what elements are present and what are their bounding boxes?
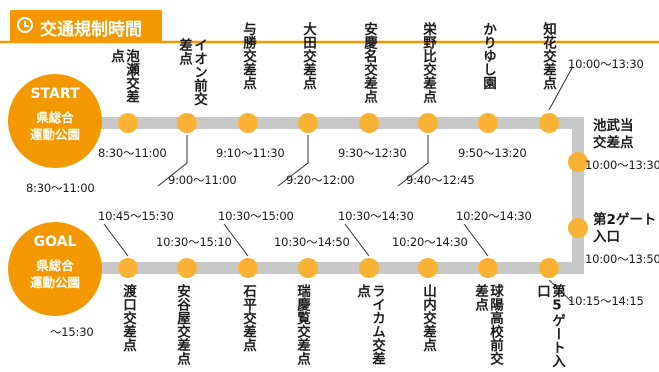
bottom-stop-name: 山内交差点	[420, 284, 436, 352]
stop-marker	[238, 113, 258, 133]
stop-marker	[298, 258, 318, 278]
goal-time: 〜15:30	[50, 325, 94, 339]
top-stop-time: 9:40〜12:45	[406, 173, 475, 187]
top-stop-name: イオン前交差点	[176, 38, 207, 106]
top-stop-name: かりゆし園	[480, 22, 496, 90]
stop-marker	[418, 258, 438, 278]
top-stop-time: 9:00〜11:00	[168, 173, 237, 187]
bottom-stop-time: 10:20〜14:30	[456, 209, 532, 223]
bottom-stop-time: 10:30〜14:30	[338, 209, 414, 223]
clock-icon	[17, 17, 33, 33]
bottom-stop-time: 10:30〜15:10	[156, 235, 232, 249]
top-stop-name: 大田交差点	[300, 22, 316, 90]
start-time: 8:30〜11:00	[26, 181, 95, 195]
bottom-stop-time: 10:45〜15:30	[98, 209, 174, 223]
goal-tag: GOAL	[33, 234, 77, 250]
top-stop-name: 泡瀬交差点	[108, 49, 139, 103]
start-venue-line2: 運動公園	[29, 127, 80, 142]
route-road	[95, 117, 584, 274]
goal-marker: GOAL 県総合 運動公園	[8, 222, 102, 316]
top-stop-name: 知花交差点	[540, 22, 556, 90]
bottom-stop-time: 10:20〜14:30	[392, 235, 468, 249]
top-stop-time: 9:50〜13:20	[458, 146, 527, 160]
bottom-stop-name: 石平交差点	[240, 284, 256, 352]
bottom-stop-name: 瑞慶覧交差点	[294, 284, 310, 365]
stop-marker	[238, 258, 258, 278]
page-title: 交通規制時間	[40, 20, 142, 40]
top-stop-time: 8:30〜11:00	[98, 146, 167, 160]
bottom-stop-name: 渡口交差点	[120, 284, 136, 352]
top-stop-time: 9:30〜12:30	[338, 146, 407, 160]
stop-marker	[568, 152, 588, 172]
stop-marker	[118, 113, 138, 133]
right-stop-name-line1: 第2ゲート	[593, 212, 657, 228]
bottom-stop-name: 第5ゲート入口	[534, 284, 565, 368]
stop-marker	[539, 258, 559, 278]
bottom-stop-time: 10:30〜14:50	[274, 235, 350, 249]
right-stop-time: 10:00〜13:30	[585, 158, 659, 172]
bottom-stop-time: 10:30〜15:00	[218, 209, 294, 223]
stop-marker	[539, 113, 559, 133]
start-tag: START	[30, 86, 80, 102]
stop-marker	[177, 258, 197, 278]
top-stop-name: 栄野比交差点	[420, 22, 436, 103]
stop-marker	[177, 113, 197, 133]
bottom-stop-time: 10:15〜14:15	[568, 294, 644, 308]
header-bar: 交通規制時間	[10, 10, 162, 43]
bottom-stop-name: 安谷屋交差点	[174, 284, 190, 365]
top-stop-time: 10:00〜13:30	[568, 57, 644, 71]
stop-marker	[418, 113, 438, 133]
top-stop-name: 安慶名交差点	[361, 22, 377, 103]
right-stop-name-line2: 入口	[593, 229, 620, 245]
stop-marker	[568, 218, 588, 238]
stop-marker	[478, 258, 498, 278]
stop-marker	[478, 113, 498, 133]
top-stop-time: 9:20〜12:00	[286, 173, 355, 187]
stop-marker	[298, 113, 318, 133]
right-stop-name-line2: 交差点	[593, 135, 634, 151]
stop-marker	[359, 258, 379, 278]
top-stop-name: 与勝交差点	[240, 22, 256, 90]
bottom-stop-name: ライカム交差点	[354, 284, 385, 365]
right-stop-name-line1: 池武当	[593, 118, 634, 134]
start-marker: START 県総合 運動公園	[8, 74, 102, 168]
right-stop-time: 10:00〜13:50	[585, 252, 659, 266]
goal-venue-line1: 県総合	[36, 258, 74, 273]
top-stop-time: 9:10〜11:30	[216, 146, 285, 160]
stop-marker	[118, 258, 138, 278]
start-venue-line1: 県総合	[36, 110, 74, 125]
bottom-stop-name: 球陽高校前交差点	[472, 284, 503, 365]
stop-marker	[359, 113, 379, 133]
goal-venue-line2: 運動公園	[29, 275, 80, 290]
